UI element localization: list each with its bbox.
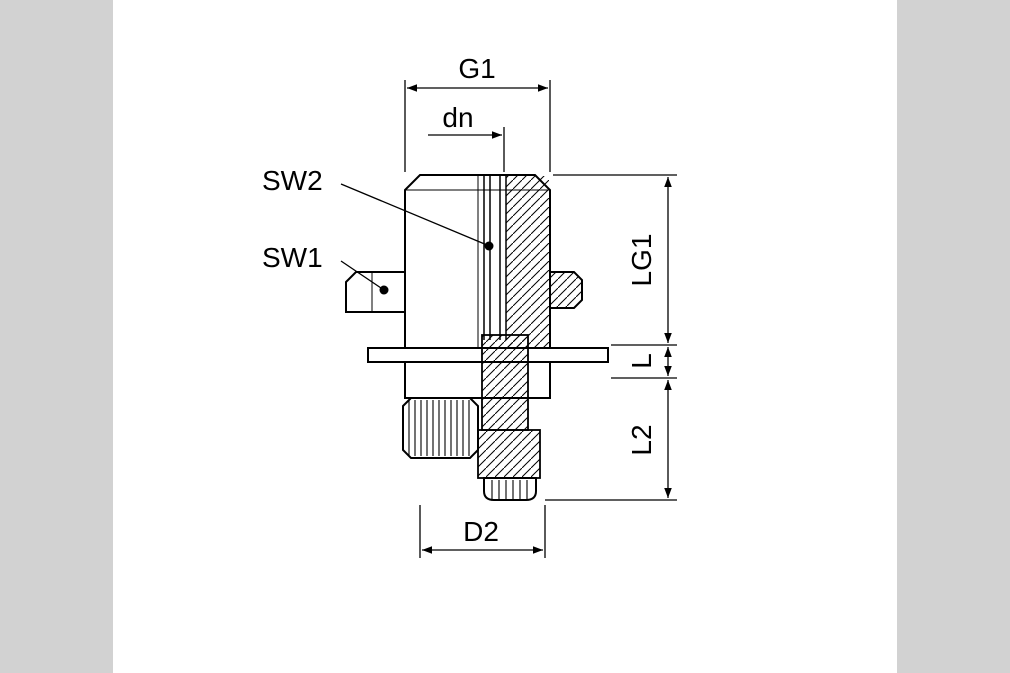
section-hatch-upper	[506, 176, 549, 347]
dimension-dn: dn	[428, 102, 505, 172]
sw2-label: SW2	[262, 165, 323, 196]
lg1-label: LG1	[626, 234, 657, 287]
tip-thread-lines	[491, 480, 528, 499]
callout-sw2: SW2	[262, 165, 494, 251]
dimension-d2: D2	[419, 505, 546, 558]
dimension-g1: G1	[404, 53, 551, 172]
sw1-label: SW1	[262, 242, 323, 273]
bore-thread-lines	[483, 176, 507, 340]
sw1-leader-dot	[379, 285, 389, 295]
sw1-leader-line	[340, 260, 382, 289]
sw1-hex-nut	[345, 271, 406, 313]
dn-label: dn	[442, 102, 473, 133]
thread-tip	[483, 477, 537, 501]
d2-label: D2	[463, 516, 499, 547]
knurl-lines	[408, 400, 470, 456]
knurled-nut	[402, 397, 479, 459]
dimension-lg1: LG1	[553, 174, 677, 346]
g1-label: G1	[458, 53, 495, 84]
sw2-leader-dot	[484, 241, 494, 251]
left-margin-band	[0, 0, 113, 673]
part-cross-section	[345, 174, 609, 501]
dimension-l: L	[611, 347, 677, 379]
section-hatch-stem	[481, 334, 529, 431]
callout-sw1: SW1	[262, 242, 389, 295]
dimension-l2: L2	[545, 380, 677, 501]
dimensions: G1 dn SW2 SW1 LG1	[262, 53, 677, 558]
sw2-leader-line	[340, 183, 488, 246]
right-margin-band	[897, 0, 1010, 673]
l-label: L	[626, 353, 657, 369]
l2-label: L2	[626, 424, 657, 455]
thread-profile-right	[549, 271, 583, 309]
section-hatch-stub	[477, 429, 541, 479]
